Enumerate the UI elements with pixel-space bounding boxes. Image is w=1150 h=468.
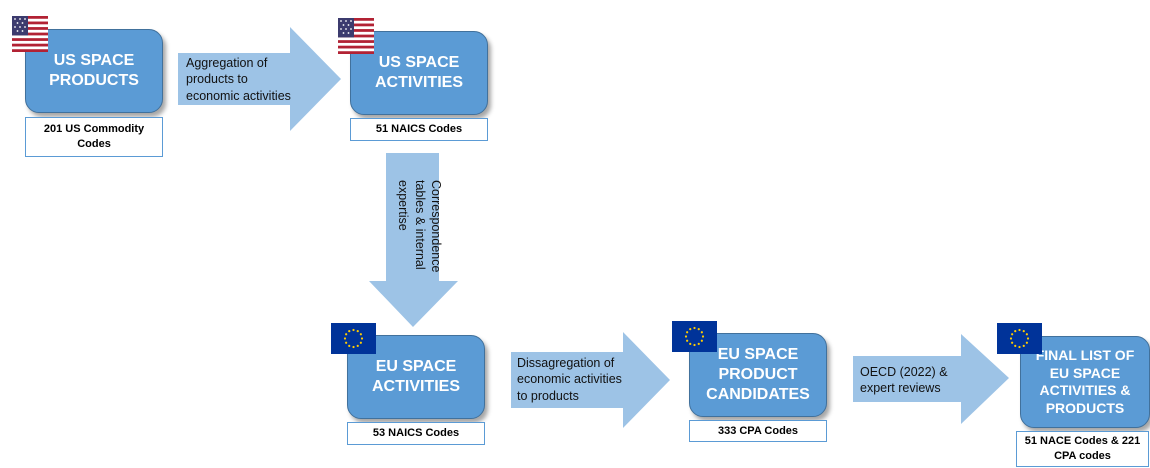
- eu-flag-icon: [672, 321, 717, 352]
- disaggregation-arrow: [511, 332, 670, 428]
- eu-activities-codes: 53 NAICS Codes: [347, 422, 485, 445]
- correspondence-label: Correspondence tables & internal experti…: [396, 180, 444, 273]
- eu-flag-icon: [997, 323, 1042, 354]
- correspondence-arrow: [369, 153, 458, 327]
- us-space-products-box: US SPACE PRODUCTS: [25, 29, 163, 113]
- aggregation-arrow: [178, 27, 341, 131]
- eu-product-candidates-codes: 333 CPA Codes: [689, 420, 827, 442]
- disaggregation-label: Dissagregation of economic activities to…: [517, 356, 622, 403]
- us-flag-icon: [12, 16, 48, 52]
- eu-product-candidates-box: EU SPACE PRODUCT CANDIDATES: [689, 333, 827, 417]
- final-list-codes: 51 NACE Codes & 221 CPA codes: [1016, 431, 1149, 467]
- us-flag-icon: [338, 18, 374, 54]
- aggregation-label: Aggregation of products to economic acti…: [186, 56, 291, 103]
- eu-flag-icon: [331, 323, 376, 354]
- final-list-box: FINAL LIST OF EU SPACE ACTIVITIES & PROD…: [1020, 336, 1150, 428]
- us-products-codes: 201 US Commodity Codes: [25, 117, 163, 157]
- us-activities-codes: 51 NAICS Codes: [350, 118, 488, 141]
- oecd-label: OECD (2022) & expert reviews: [860, 365, 948, 396]
- eu-space-activities-box: EU SPACE ACTIVITIES: [347, 335, 485, 419]
- oecd-arrow: [853, 334, 1009, 424]
